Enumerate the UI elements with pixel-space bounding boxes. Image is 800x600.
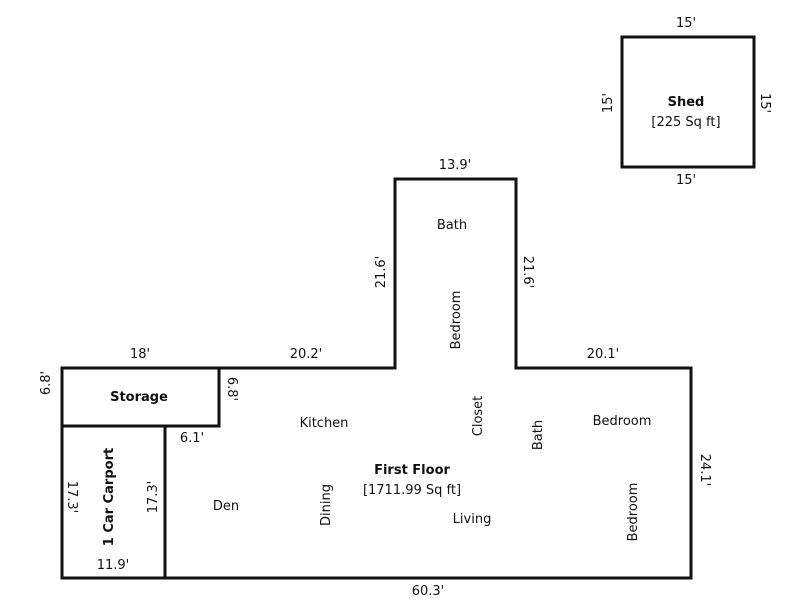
dim-60-3: 60.3' [412, 584, 445, 599]
shed-top-dim: 15' [676, 16, 696, 31]
room-bedroom-bottom: Bedroom [626, 483, 641, 542]
storage-left-dim: 6.8' [39, 371, 54, 395]
dim-21-6-left: 21.6' [374, 256, 389, 289]
room-dining: Dining [319, 484, 334, 526]
shed-area: [225 Sq ft] [651, 115, 720, 130]
carport-bottom-dim: 11.9' [97, 558, 130, 573]
shed-left-dim: 15' [601, 93, 616, 113]
dim-21-6-right: 21.6' [520, 256, 535, 289]
room-bedroom-right: Bedroom [593, 414, 652, 429]
main-area: [1711.99 Sq ft] [363, 483, 461, 498]
room-closet: Closet [471, 396, 486, 437]
shed-title: Shed [668, 95, 705, 110]
carport-left-dim: 17.3' [64, 481, 79, 514]
storage-top-dim: 18' [130, 347, 150, 362]
shed-outline [620, 35, 756, 169]
room-bath-top: Bath [437, 218, 467, 233]
storage-wall [62, 368, 221, 428]
carport-title: 1 Car Carport [102, 448, 117, 546]
dim-6-1: 6.1' [180, 431, 204, 446]
house-outline [60, 177, 693, 580]
dim-20-2: 20.2' [290, 347, 323, 362]
shed-bottom-dim: 15' [676, 173, 696, 188]
carport-right-dim: 17.3' [146, 481, 161, 514]
room-kitchen: Kitchen [300, 416, 349, 431]
room-bath: Bath [531, 420, 546, 450]
storage-title: Storage [110, 390, 168, 405]
dim-13-9: 13.9' [439, 158, 472, 173]
room-living: Living [453, 512, 492, 527]
dim-24-1: 24.1' [697, 454, 712, 487]
room-den: Den [213, 499, 239, 514]
dim-20-1: 20.1' [587, 347, 620, 362]
main-title: First Floor [374, 463, 450, 478]
shed-right-dim: 15' [757, 93, 772, 113]
storage-right-dim: 6.8' [224, 377, 239, 401]
room-bedroom-top: Bedroom [449, 291, 464, 350]
